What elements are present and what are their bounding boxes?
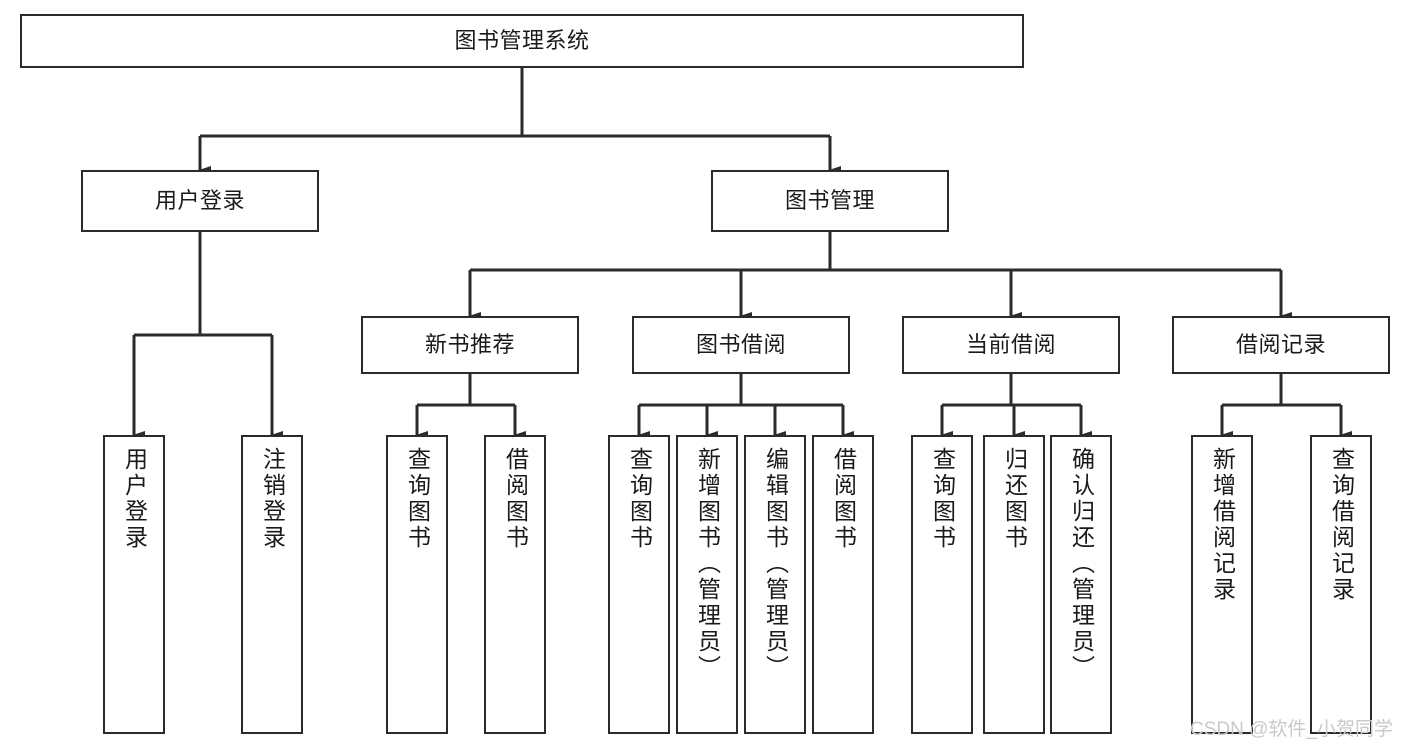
node-current-borrow-label: 当前借阅	[965, 332, 1056, 358]
node-user-login-label: 用户登录	[154, 188, 245, 214]
node-current-borrow[interactable]: 当前借阅	[902, 316, 1120, 374]
node-book-borrow-label: 图书借阅	[695, 332, 786, 358]
leaf-logout[interactable]: 注销登录	[241, 435, 303, 734]
node-borrow-record[interactable]: 借阅记录	[1172, 316, 1390, 374]
node-book-management-label: 图书管理	[784, 188, 875, 214]
leaf-confirm-return-admin-label: 确认归还（管理员）	[1068, 447, 1095, 681]
node-root[interactable]: 图书管理系统	[20, 14, 1024, 68]
node-book-management[interactable]: 图书管理	[711, 170, 949, 232]
leaf-add-borrow-record-label: 新增借阅记录	[1209, 447, 1236, 603]
node-user-login[interactable]: 用户登录	[81, 170, 319, 232]
node-new-book-recommend-label: 新书推荐	[424, 332, 515, 358]
leaf-borrow-book-newbook[interactable]: 借阅图书	[484, 435, 546, 734]
leaf-edit-book-admin-label: 编辑图书（管理员）	[762, 447, 789, 681]
leaf-borrow-book-newbook-label: 借阅图书	[502, 447, 529, 551]
node-book-borrow[interactable]: 图书借阅	[632, 316, 850, 374]
leaf-confirm-return-admin[interactable]: 确认归还（管理员）	[1050, 435, 1112, 734]
leaf-user-login-label: 用户登录	[121, 447, 148, 551]
leaf-query-book-current-label: 查询图书	[929, 447, 956, 551]
leaf-borrow-book[interactable]: 借阅图书	[812, 435, 874, 734]
leaf-query-book-newbook-label: 查询图书	[404, 447, 431, 551]
leaf-query-book-borrow-label: 查询图书	[626, 447, 653, 551]
leaf-query-book-current[interactable]: 查询图书	[911, 435, 973, 734]
csdn-watermark: CSDN @软件_小贺同学	[1190, 719, 1393, 740]
node-borrow-record-label: 借阅记录	[1235, 332, 1326, 358]
leaf-query-borrow-record-label: 查询借阅记录	[1328, 447, 1355, 603]
leaf-query-borrow-record[interactable]: 查询借阅记录	[1310, 435, 1372, 734]
node-new-book-recommend[interactable]: 新书推荐	[361, 316, 579, 374]
leaf-edit-book-admin[interactable]: 编辑图书（管理员）	[744, 435, 806, 734]
leaf-add-borrow-record[interactable]: 新增借阅记录	[1191, 435, 1253, 734]
leaf-return-book[interactable]: 归还图书	[983, 435, 1045, 734]
leaf-logout-label: 注销登录	[259, 447, 286, 551]
leaf-borrow-book-label: 借阅图书	[830, 447, 857, 551]
leaf-user-login[interactable]: 用户登录	[103, 435, 165, 734]
leaf-add-book-admin-label: 新增图书（管理员）	[694, 447, 721, 681]
leaf-add-book-admin[interactable]: 新增图书（管理员）	[676, 435, 738, 734]
leaf-query-book-newbook[interactable]: 查询图书	[386, 435, 448, 734]
node-root-label: 图书管理系统	[454, 28, 590, 54]
leaf-query-book-borrow[interactable]: 查询图书	[608, 435, 670, 734]
leaf-return-book-label: 归还图书	[1001, 447, 1028, 551]
